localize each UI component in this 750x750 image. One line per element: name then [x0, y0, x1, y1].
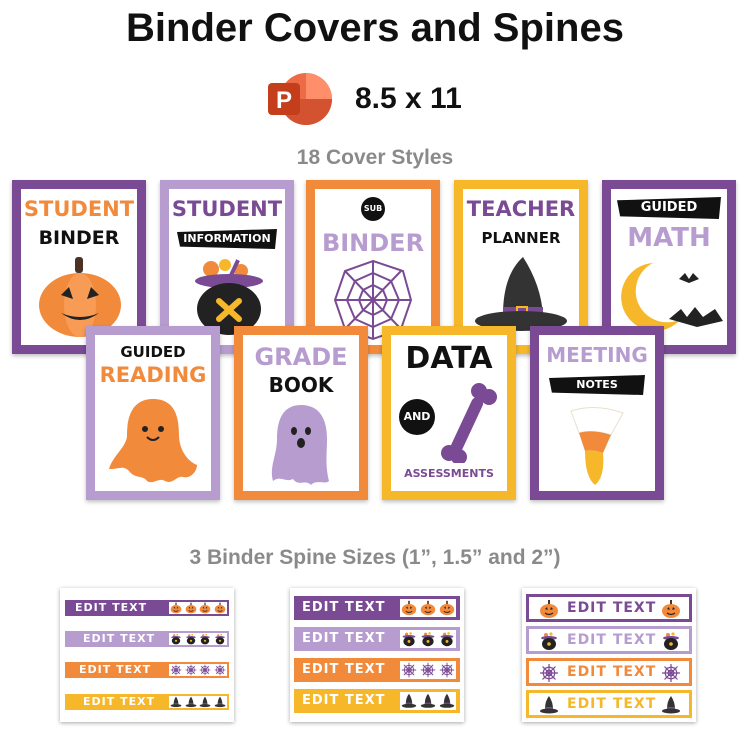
cover-teacher-planner: TEACHER PLANNER — [454, 180, 588, 354]
cover-banner: INFORMATION — [177, 229, 277, 249]
page-title: Binder Covers and Spines — [126, 6, 624, 50]
cover-title-bottom: BOOK — [268, 373, 334, 397]
cover-title-top: DATA — [405, 341, 493, 376]
spiderweb-icon — [333, 259, 413, 341]
cover-badge: SUB — [361, 197, 385, 221]
pumpkin-icon — [539, 599, 559, 619]
spine-strip-lavender: EDIT TEXT — [294, 627, 460, 651]
spine-strip-lavender: EDIT TEXT — [526, 626, 692, 654]
cauldron-icon — [400, 630, 456, 648]
spine-strip-lavender: EDIT TEXT — [65, 631, 229, 647]
spine-label: EDIT TEXT — [302, 631, 386, 646]
cauldron-icon — [169, 633, 227, 645]
cover-title-top: GUIDED — [120, 343, 186, 361]
spine-strip-orange: EDIT TEXT — [526, 658, 692, 686]
cover-badge: AND — [399, 399, 435, 435]
spine-strip-purple: EDIT TEXT — [65, 600, 229, 616]
cover-banner: GUIDED — [617, 197, 721, 219]
spine-card-2-inch: EDIT TEXT EDIT TEXT EDIT TEXT EDIT TEXT — [522, 588, 696, 722]
spine-label: EDIT TEXT — [567, 600, 657, 616]
bone-icon — [441, 383, 497, 463]
witch-hat-icon — [539, 695, 559, 715]
cover-guided-reading: GUIDED READING — [86, 326, 220, 500]
cover-title-bottom: BINDER — [321, 229, 425, 257]
cover-banner: NOTES — [549, 375, 645, 395]
spiderweb-icon — [539, 663, 559, 683]
pumpkin-icon — [661, 599, 681, 619]
spine-strip-yellow: EDIT TEXT — [65, 694, 229, 710]
spine-label: EDIT TEXT — [567, 696, 657, 712]
witch-hat-icon — [169, 696, 227, 708]
cover-student-binder: STUDENT BINDER — [12, 180, 146, 354]
cover-guided-math: GUIDED MATH — [602, 180, 736, 354]
cover-title-top: GRADE — [254, 343, 348, 371]
cover-title-bottom: BINDER — [38, 227, 120, 249]
spiderweb-icon — [400, 661, 456, 679]
spine-strip-yellow: EDIT TEXT — [294, 689, 460, 713]
candy-corn-icon — [570, 407, 624, 485]
file-format-row: P 8.5 x 11 — [0, 72, 750, 128]
spine-card-1-5-inch: EDIT TEXT EDIT TEXT EDIT TEXT EDIT TEXT — [290, 588, 464, 722]
spine-strip-purple: EDIT TEXT — [294, 596, 460, 620]
page-size-text: 8.5 x 11 — [355, 82, 462, 115]
spine-label: EDIT TEXT — [83, 632, 156, 645]
cover-title-bottom: READING — [99, 363, 207, 387]
powerpoint-icon: P — [268, 73, 332, 125]
cover-student-information: STUDENT INFORMATION — [160, 180, 294, 354]
spine-sizes-label: 3 Binder Spine Sizes (1”, 1.5” and 2”) — [189, 546, 561, 569]
spine-label: EDIT TEXT — [79, 663, 152, 676]
pumpkin-icon — [39, 257, 121, 337]
orange-ghost-icon — [109, 399, 197, 483]
spine-label: EDIT TEXT — [83, 695, 156, 708]
cauldron-icon — [195, 259, 263, 335]
cover-data-and-assessments: DATA AND ASSESSMENTS — [382, 326, 516, 500]
cover-title-bottom: MATH — [627, 223, 711, 253]
spine-card-1-inch: EDIT TEXT EDIT TEXT EDIT TEXT EDIT TEXT — [60, 588, 234, 722]
spine-label: EDIT TEXT — [567, 632, 657, 648]
purple-ghost-icon — [271, 405, 329, 485]
spiderweb-icon — [169, 664, 227, 676]
spine-label: EDIT TEXT — [302, 600, 386, 615]
spine-strip-orange: EDIT TEXT — [65, 662, 229, 678]
cauldron-icon — [661, 631, 681, 651]
cover-title-bottom: PLANNER — [481, 229, 561, 247]
pumpkin-icon — [400, 599, 456, 617]
witch-hat-icon — [400, 692, 456, 710]
cover-title-top: MEETING — [546, 343, 648, 367]
cover-grade-book: GRADE BOOK — [234, 326, 368, 500]
cover-title-top: TEACHER — [466, 197, 576, 221]
spine-strip-purple: EDIT TEXT — [526, 594, 692, 622]
cover-title-top: STUDENT — [23, 197, 135, 221]
cover-styles-label: 18 Cover Styles — [296, 146, 454, 169]
svg-text:P: P — [276, 87, 292, 114]
spine-label: EDIT TEXT — [567, 664, 657, 680]
spiderweb-icon — [661, 663, 681, 683]
cover-title-bottom: ASSESSMENTS — [404, 467, 494, 480]
cauldron-icon — [539, 631, 559, 651]
cover-meeting-notes: MEETING NOTES — [530, 326, 664, 500]
spine-strip-yellow: EDIT TEXT — [526, 690, 692, 718]
cover-sub-binder: SUB BINDER — [306, 180, 440, 354]
cover-title-top: STUDENT — [171, 197, 283, 221]
spine-strip-orange: EDIT TEXT — [294, 658, 460, 682]
spine-label: EDIT TEXT — [302, 662, 386, 677]
spine-label: EDIT TEXT — [302, 693, 386, 708]
spine-label: EDIT TEXT — [75, 601, 148, 614]
pumpkin-icon — [169, 602, 227, 614]
witch-hat-icon — [661, 695, 681, 715]
moon-bats-icon — [621, 263, 723, 331]
